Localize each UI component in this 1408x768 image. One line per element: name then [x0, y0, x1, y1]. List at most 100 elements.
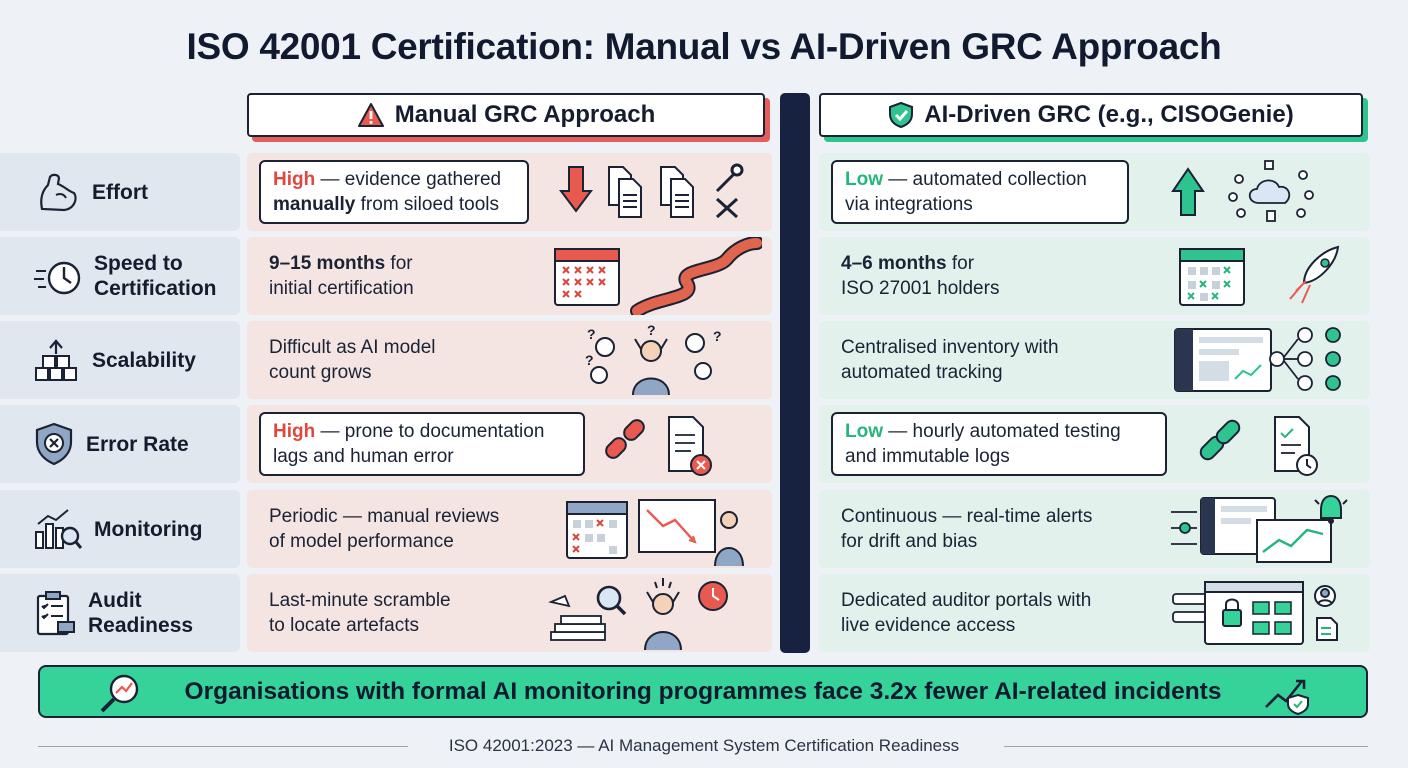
- ai-scalability-line2: automated tracking: [841, 362, 1003, 383]
- svg-text:?: ?: [585, 352, 594, 368]
- ai-effort-description: Low — automated collection via integrati…: [831, 160, 1129, 224]
- manual-column-header: Manual GRC Approach: [247, 93, 765, 137]
- question-marks: ????: [585, 322, 722, 368]
- key-stat-banner: Organisations with formal AI monitoring …: [38, 665, 1368, 718]
- row-label-text: Scalability: [92, 348, 196, 372]
- declining-chart-board-icon: [638, 499, 716, 553]
- ai-error-rate-line2: and immutable logs: [845, 446, 1010, 467]
- calendar-icon: [566, 501, 628, 559]
- manual-speed-cell: 9–15 months for initial certification: [247, 237, 772, 315]
- ai-error-rate-lead: Low: [845, 421, 883, 442]
- ai-monitoring-cell: Continuous — real-time alerts for drift …: [819, 490, 1370, 568]
- arrow-down-icon: [559, 166, 593, 213]
- bell-icon: [1314, 494, 1348, 524]
- magnifier-trend-icon: [100, 674, 139, 713]
- scaling-blocks-icon: [35, 339, 77, 381]
- manual-error-rate-cell: High — prone to documentation lags and h…: [247, 405, 772, 483]
- clipboard-checklist-icon: [36, 591, 75, 636]
- ai-speed-lead: 4–6 months: [841, 253, 947, 274]
- rising-chart-icon: [1256, 519, 1332, 563]
- document-clock-icon: [1274, 416, 1318, 476]
- documents-icon: [660, 166, 694, 218]
- ai-monitoring-icons: [1171, 494, 1348, 563]
- page-title: ISO 42001 Certification: Manual vs AI-Dr…: [186, 26, 1222, 67]
- ai-speed-line2: ISO 27001 holders: [841, 278, 1000, 299]
- ai-error-rate-text: — hourly automated testing: [883, 421, 1121, 442]
- stopwatch-icon: [34, 261, 81, 295]
- manual-scalability-cell: Difficult as AI model count grows ????: [247, 321, 772, 399]
- documents-icon: [608, 166, 642, 218]
- ai-column-title: AI-Driven GRC (e.g., CISOGenie): [924, 101, 1294, 128]
- manual-scalability-line1: Difficult as AI model: [269, 337, 436, 358]
- manual-audit-readiness-line1: Last-minute scramble: [269, 590, 451, 611]
- manual-scalability-description: Difficult as AI model count grows: [269, 335, 529, 385]
- dashboard-icon: [1174, 328, 1272, 392]
- manual-speed-lead: 9–15 months: [269, 253, 386, 274]
- manual-error-rate-description: High — prone to documentation lags and h…: [259, 412, 585, 476]
- manual-audit-readiness-icons: [548, 578, 728, 651]
- paper-stack-icon: [548, 594, 606, 641]
- shield-check-icon: [889, 101, 914, 129]
- ai-error-rate-icons: [1199, 416, 1318, 476]
- ai-monitoring-description: Continuous — real-time alerts for drift …: [841, 504, 1151, 554]
- svg-text:?: ?: [713, 328, 722, 344]
- ai-scalability-icons: [1174, 327, 1341, 392]
- footer: ISO 42001:2023 — AI Management System Ce…: [0, 736, 1408, 756]
- ai-audit-readiness-description: Dedicated auditor portals with live evid…: [841, 588, 1151, 638]
- confused-person-icon: [590, 333, 712, 396]
- manual-audit-readiness-description: Last-minute scramble to locate artefacts: [269, 588, 529, 638]
- ai-scalability-description: Centralised inventory with automated tra…: [841, 335, 1141, 385]
- ai-error-rate-description: Low — hourly automated testing and immut…: [831, 412, 1167, 476]
- document-error-icon: [668, 416, 712, 476]
- manual-column-title: Manual GRC Approach: [394, 101, 656, 128]
- row-label-line2: Readiness: [88, 614, 194, 637]
- ai-audit-readiness-line2: live evidence access: [841, 615, 1016, 636]
- manual-effort-icons: [559, 163, 744, 219]
- manual-effort-bold: manually: [273, 194, 356, 215]
- ai-speed-cell: 4–6 months for ISO 27001 holders: [819, 237, 1370, 315]
- ai-monitoring-line1: Continuous — real-time alerts: [841, 506, 1093, 527]
- banner-text: Organisations with formal AI monitoring …: [184, 677, 1222, 705]
- manual-scalability-icons: ????: [585, 322, 722, 396]
- row-label-error-rate: Error Rate: [0, 405, 240, 483]
- footer-text: ISO 42001:2023 — AI Management System Ce…: [438, 736, 970, 755]
- ai-monitoring-line2: for drift and bias: [841, 531, 978, 552]
- network-check-icon: [1269, 327, 1341, 391]
- manual-monitoring-description: Periodic — manual reviews of model perfo…: [269, 504, 559, 554]
- chain-link-icon: [1199, 419, 1241, 461]
- ai-effort-text: — automated collection: [883, 169, 1087, 190]
- warning-icon: [357, 103, 384, 127]
- ai-speed-icons: [1179, 245, 1340, 306]
- svg-text:?: ?: [587, 326, 596, 342]
- manual-monitoring-line2: of model performance: [269, 531, 454, 552]
- svg-text:?: ?: [647, 322, 656, 338]
- ai-scalability-cell: Centralised inventory with automated tra…: [819, 321, 1370, 399]
- tools-icon: [715, 163, 744, 219]
- ai-audit-readiness-icons: [1172, 581, 1338, 645]
- ai-effort-line2: via integrations: [845, 194, 973, 215]
- manual-effort-text: — evidence gathered: [315, 169, 502, 190]
- manual-monitoring-line1: Periodic — manual reviews: [269, 506, 500, 527]
- manual-audit-readiness-line2: to locate artefacts: [269, 615, 419, 636]
- winding-road-icon: [630, 237, 762, 315]
- manual-monitoring-cell: Periodic — manual reviews of model perfo…: [247, 490, 772, 568]
- stressed-person-icon: [644, 578, 682, 651]
- manual-error-rate-lead: High: [273, 421, 316, 442]
- manual-error-rate-line2: lags and human error: [273, 446, 454, 467]
- manual-effort-description: High — evidence gathered manually from s…: [259, 160, 529, 224]
- arrow-up-icon: [1171, 167, 1205, 216]
- ai-audit-readiness-line1: Dedicated auditor portals with: [841, 590, 1092, 611]
- rocket-icon: [1289, 245, 1340, 304]
- presenter-icon: [714, 511, 744, 567]
- manual-error-rate-text: — prone to documentation: [315, 421, 545, 442]
- ai-error-rate-cell: Low — hourly automated testing and immut…: [819, 405, 1370, 483]
- clock-icon: [698, 581, 728, 611]
- row-label-monitoring: Monitoring: [0, 490, 240, 568]
- data-streams-icon: [1171, 511, 1197, 545]
- manual-scalability-line2: count grows: [269, 362, 372, 383]
- ai-effort-lead: Low: [845, 169, 883, 190]
- manual-effort-line2: from siloed tools: [355, 194, 499, 215]
- ai-effort-icons: [1171, 160, 1314, 222]
